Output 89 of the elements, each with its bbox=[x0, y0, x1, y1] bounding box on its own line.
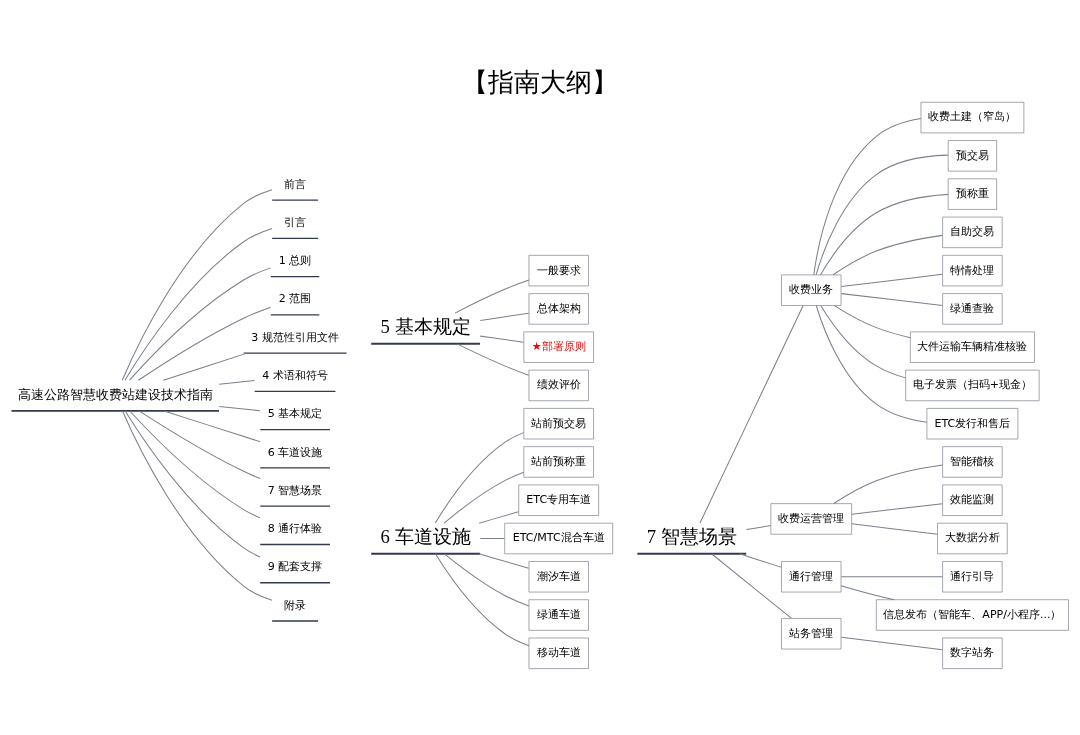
connector bbox=[479, 537, 505, 539]
connector bbox=[699, 304, 804, 523]
node-text: 3 规范性引用文件 bbox=[251, 330, 339, 344]
node-box: 效能监测 bbox=[942, 484, 1003, 516]
node-box: 信息发布（智能车、APP/小程序...） bbox=[875, 598, 1069, 631]
node-box: 收费土建（窄岛） bbox=[920, 101, 1025, 133]
connector bbox=[840, 273, 943, 287]
connector bbox=[479, 312, 530, 321]
node-text: 8 通行体验 bbox=[267, 521, 323, 535]
node-text: 1 总则 bbox=[278, 253, 312, 267]
node-text: 前言 bbox=[284, 177, 307, 191]
node-text: 2 范围 bbox=[278, 291, 312, 305]
connector bbox=[820, 193, 949, 275]
node-text: 引言 bbox=[284, 215, 307, 229]
connector bbox=[739, 552, 782, 568]
node-text: 5 基本规定 bbox=[380, 315, 471, 337]
connector bbox=[851, 502, 943, 515]
connector bbox=[129, 410, 261, 518]
connector bbox=[851, 522, 938, 535]
connector bbox=[840, 636, 943, 650]
node-box: ETC专用车道 bbox=[518, 484, 599, 516]
node-box: 绿通查验 bbox=[942, 292, 1003, 325]
connector bbox=[434, 431, 525, 523]
connector bbox=[129, 266, 272, 381]
node-box: 站前预交易 bbox=[523, 407, 594, 439]
node-box: 一般要求 bbox=[528, 254, 589, 286]
node-box: 绩效评价 bbox=[528, 369, 589, 401]
connector bbox=[833, 464, 943, 504]
connector bbox=[840, 575, 943, 577]
node-box: 通行引导 bbox=[942, 560, 1003, 592]
node-text: 7 智慧场景 bbox=[646, 525, 737, 547]
connector bbox=[124, 410, 261, 557]
connector bbox=[434, 552, 530, 646]
node-box: 智能稽核 bbox=[942, 445, 1003, 478]
node-box: 总体架构 bbox=[528, 292, 589, 325]
node-box: 站务管理 bbox=[781, 617, 842, 649]
node-box: 大数据分析 bbox=[937, 522, 1008, 554]
connector bbox=[479, 335, 524, 343]
node-text: 7 智慧场景 bbox=[267, 483, 323, 497]
connector bbox=[745, 524, 772, 530]
connector bbox=[138, 410, 261, 479]
connector bbox=[137, 306, 272, 381]
node-box: ETC发行和售后 bbox=[926, 407, 1019, 439]
connector bbox=[840, 292, 943, 306]
connector bbox=[124, 227, 273, 381]
node-box: 预称重 bbox=[947, 177, 997, 210]
connector bbox=[478, 510, 520, 524]
node-box: 电子发票（扫码+现金） bbox=[905, 369, 1040, 401]
connector bbox=[162, 352, 248, 381]
connector bbox=[218, 379, 255, 385]
node-box: 自助交易 bbox=[942, 216, 1003, 248]
connector bbox=[832, 234, 943, 275]
connector bbox=[711, 553, 792, 619]
node-text: 5 基本规定 bbox=[267, 406, 323, 420]
node-text: 高速公路智慧收费站建设技术指南 bbox=[17, 386, 213, 402]
node-text: 4 术语和符号 bbox=[262, 368, 328, 382]
node-text: 9 配套支撑 bbox=[267, 559, 323, 573]
node-box: ★部署原则 bbox=[523, 331, 594, 363]
node-text: 6 车道设施 bbox=[380, 525, 471, 547]
node-box: 站前预称重 bbox=[523, 445, 594, 478]
connector bbox=[443, 552, 530, 606]
connector bbox=[840, 584, 895, 600]
node-box: 大件运输车辆精准核验 bbox=[910, 331, 1035, 363]
diagram-title: 【指南大纲】 bbox=[462, 66, 618, 97]
node-box: 收费运营管理 bbox=[770, 502, 852, 535]
connector bbox=[820, 304, 907, 378]
node-box: 特情处理 bbox=[942, 254, 1003, 286]
node-box: 移动车道 bbox=[528, 637, 589, 669]
node-box: 通行管理 bbox=[781, 560, 842, 592]
connector bbox=[121, 188, 273, 381]
connector bbox=[121, 410, 273, 601]
connector bbox=[478, 552, 530, 569]
connector bbox=[815, 154, 949, 275]
connector bbox=[456, 342, 530, 376]
node-text: 6 车道设施 bbox=[267, 445, 323, 458]
node-box: 绿通车道 bbox=[528, 598, 589, 631]
connector bbox=[218, 405, 261, 411]
connector bbox=[813, 117, 922, 275]
connector bbox=[454, 279, 530, 314]
connector bbox=[815, 304, 928, 423]
connector bbox=[833, 304, 911, 338]
node-box: 数字站务 bbox=[942, 637, 1003, 669]
node-box: 预交易 bbox=[947, 139, 997, 171]
node-box: ETC/MTC混合车道 bbox=[504, 522, 614, 554]
node-box: 收费业务 bbox=[781, 274, 842, 306]
connector bbox=[163, 409, 261, 442]
connector bbox=[443, 471, 525, 524]
node-box: 潮汐车道 bbox=[528, 560, 589, 592]
node-text: 附录 bbox=[284, 598, 307, 612]
